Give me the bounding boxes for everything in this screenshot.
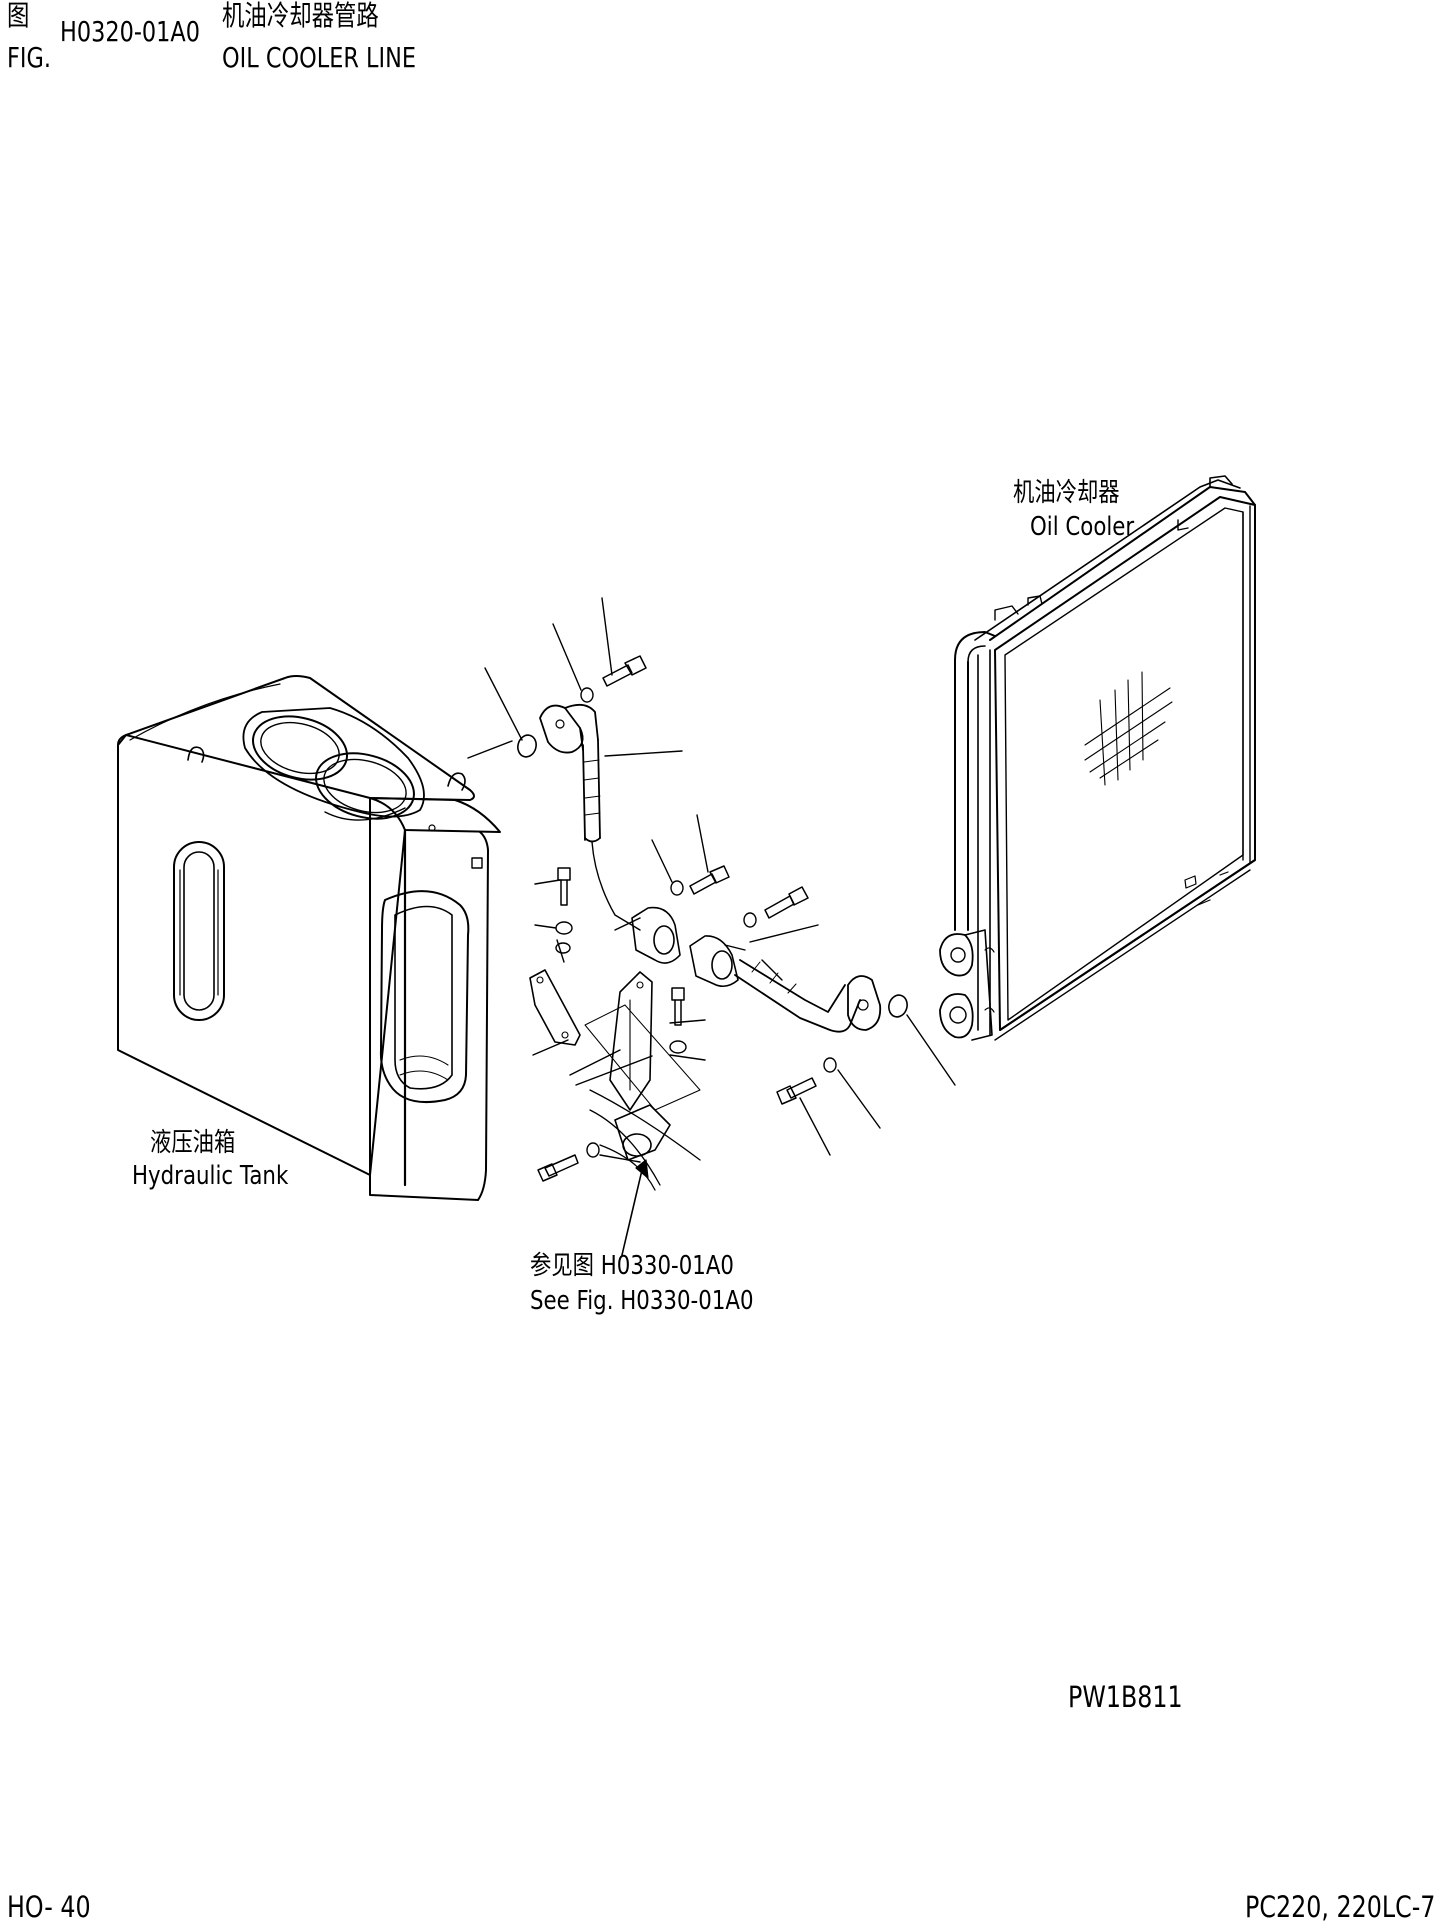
hydraulic-tank — [118, 676, 500, 1200]
see-fig-arrow — [622, 1160, 648, 1255]
see-fig-label-en: See Fig. H0330-01A0 — [530, 1286, 754, 1316]
bolts — [538, 656, 836, 1181]
fig-label-cn: 图 — [7, 0, 30, 32]
tank-label-en: Hydraulic Tank — [132, 1161, 289, 1191]
brackets — [530, 970, 700, 1190]
oil-cooler-label-cn: 机油冷却器 — [1013, 478, 1120, 508]
oil-cooler-label-en: Oil Cooler — [1030, 512, 1135, 542]
tank-label-cn: 液压油箱 — [150, 1128, 236, 1158]
clamps — [632, 908, 738, 987]
title-en: OIL COOLER LINE — [222, 41, 417, 74]
upper-hose — [515, 705, 640, 930]
lower-pipe — [735, 960, 910, 1032]
oil-cooler — [940, 476, 1255, 1040]
fig-label-en: FIG. — [7, 41, 51, 74]
see-fig-label-cn: 参见图 H0330-01A0 — [530, 1251, 735, 1281]
model-number: PC220, 220LC-7 — [1245, 1890, 1436, 1924]
fig-number: H0320-01A0 — [60, 15, 201, 48]
drawing-code: PW1B811 — [1068, 1680, 1183, 1714]
page-number: HO- 40 — [7, 1890, 91, 1924]
title-cn: 机油冷却器管路 — [222, 0, 379, 32]
leader-lines — [468, 598, 955, 1162]
